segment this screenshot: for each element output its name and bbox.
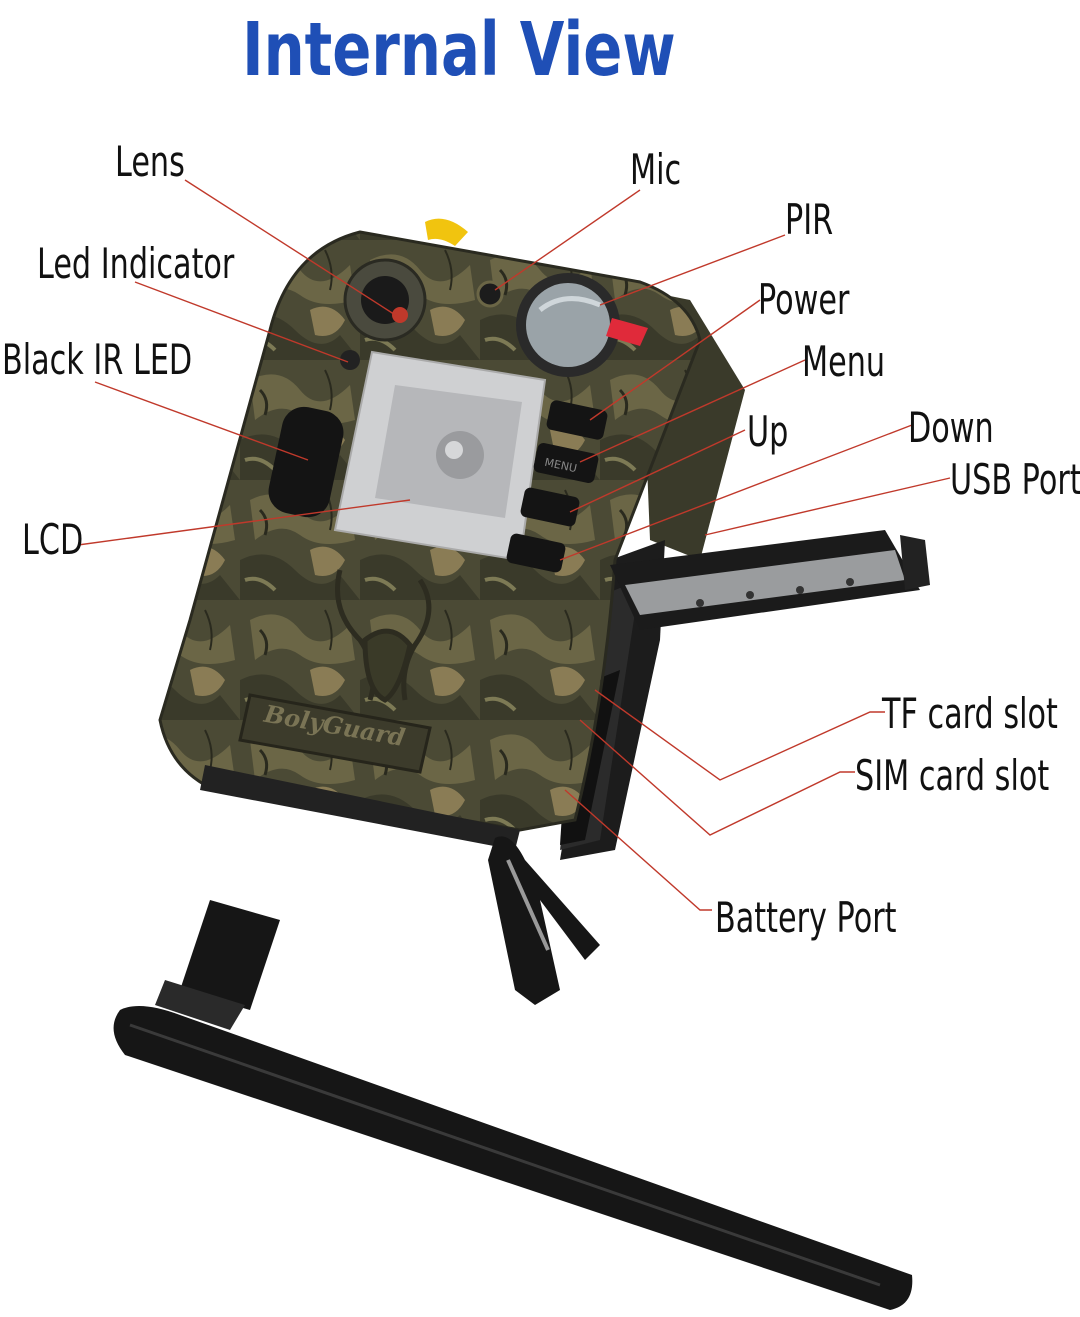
label-lens: Lens [115,137,185,186]
page-title: Internal View [242,7,676,93]
label-down: Down [908,403,994,452]
control-buttons: MENU [506,400,608,573]
antenna-icon [113,900,913,1310]
label-power: Power [758,275,850,324]
black-ir-led-icon [268,406,344,518]
label-lcd: LCD [22,515,84,564]
usb-door [610,530,930,630]
leader-lines [77,179,951,911]
red-tab-icon [606,318,648,346]
label-menu: Menu [802,337,886,386]
latch-icon [425,218,468,246]
label-usb-port: USB Port [950,455,1080,504]
label-sim-card-slot: SIM card slot [855,751,1050,800]
label-black-ir-led: Black IR LED [2,335,193,384]
led-indicator-icon [340,350,360,370]
deer-emblem-icon [335,569,432,703]
label-mic: Mic [630,145,682,194]
lcd-screen-icon [333,350,547,562]
label-battery-port: Battery Port [715,893,897,942]
mic-icon [476,280,504,308]
pir-sensor-icon [516,273,620,377]
label-up: Up [747,407,789,456]
lens-icon [343,258,427,342]
label-led-indicator: Led Indicator [37,239,235,288]
label-pir: PIR [785,195,834,244]
bottom-latch [488,836,600,1005]
label-tf-card-slot: TF card slot [882,689,1058,738]
